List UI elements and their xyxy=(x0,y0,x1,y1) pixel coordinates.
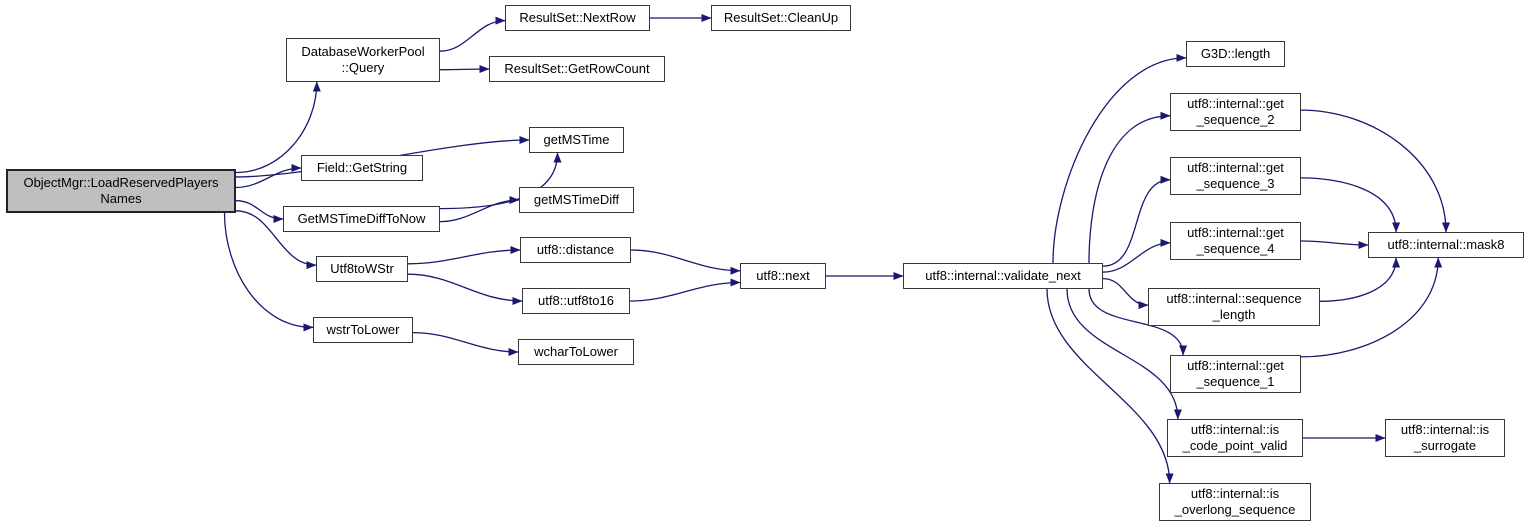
node-getrowcount[interactable]: ResultSet::GetRowCount xyxy=(489,56,665,82)
node-main: ObjectMgr::LoadReservedPlayers Names xyxy=(6,169,236,213)
edge-get-sequence-4-to-mask8 xyxy=(1300,240,1369,249)
edge-main-to-field-getstring xyxy=(235,164,302,189)
node-utf8-next[interactable]: utf8::next xyxy=(740,263,826,289)
edge-main-to-utf8towstr xyxy=(235,210,317,270)
edge-getmstimediff-tonow-to-getmstimediff xyxy=(439,196,520,223)
node-get-sequence-1[interactable]: utf8::internal::get _sequence_1 xyxy=(1170,355,1301,393)
edge-wstrtolower-to-wchartolower xyxy=(412,331,519,356)
edge-main-to-db-query xyxy=(235,81,321,174)
node-getmstimediff[interactable]: getMSTimeDiff xyxy=(519,187,634,213)
node-get-sequence-4[interactable]: utf8::internal::get _sequence_4 xyxy=(1170,222,1301,260)
edge-utf8to16-to-utf8-next xyxy=(629,278,741,302)
node-nextrow[interactable]: ResultSet::NextRow xyxy=(505,5,650,31)
node-get-sequence-2[interactable]: utf8::internal::get _sequence_2 xyxy=(1170,93,1301,131)
edge-db-query-to-getrowcount xyxy=(439,65,490,74)
node-field-getstring[interactable]: Field::GetString xyxy=(301,155,423,181)
edge-validate-next-to-is-code-point-valid xyxy=(1066,288,1182,420)
edge-validate-next-to-get-sequence-4 xyxy=(1102,238,1171,273)
node-db-query[interactable]: DatabaseWorkerPool ::Query xyxy=(286,38,440,82)
node-is-surrogate[interactable]: utf8::internal::is _surrogate xyxy=(1385,419,1505,457)
node-getmstime[interactable]: getMSTime xyxy=(529,127,624,153)
edge-validate-next-to-get-sequence-1 xyxy=(1088,288,1188,356)
edge-utf8towstr-to-utf8to16 xyxy=(407,273,523,305)
edge-main-to-wstrtolower xyxy=(223,212,314,332)
node-sequence-length[interactable]: utf8::internal::sequence _length xyxy=(1148,288,1320,326)
node-cleanup[interactable]: ResultSet::CleanUp xyxy=(711,5,851,31)
node-wstrtolower[interactable]: wstrToLower xyxy=(313,317,413,343)
edge-sequence-length-to-mask8 xyxy=(1319,257,1401,302)
node-getmstimediff-tonow[interactable]: GetMSTimeDiffToNow xyxy=(283,206,440,232)
node-utf8towstr[interactable]: Utf8toWStr xyxy=(316,256,408,282)
node-utf8-distance[interactable]: utf8::distance xyxy=(520,237,631,263)
node-utf8to16[interactable]: utf8::utf8to16 xyxy=(522,288,630,314)
node-is-code-point-valid[interactable]: utf8::internal::is _code_point_valid xyxy=(1167,419,1303,457)
edge-main-to-getmstimediff-tonow xyxy=(235,200,284,223)
edge-validate-next-to-is-overlong-sequence xyxy=(1046,288,1174,484)
edge-get-sequence-1-to-mask8 xyxy=(1300,257,1443,358)
node-g3d-length[interactable]: G3D::length xyxy=(1186,41,1285,67)
node-is-overlong-sequence[interactable]: utf8::internal::is _overlong_sequence xyxy=(1159,483,1311,521)
node-wchartolower[interactable]: wcharToLower xyxy=(518,339,634,365)
edge-validate-next-to-get-sequence-2 xyxy=(1088,111,1171,264)
edge-utf8towstr-to-utf8-distance xyxy=(407,246,521,265)
edge-get-sequence-3-to-mask8 xyxy=(1300,177,1401,233)
edge-utf8-distance-to-utf8-next xyxy=(630,249,741,275)
edge-validate-next-to-get-sequence-3 xyxy=(1102,175,1171,267)
edge-get-sequence-2-to-mask8 xyxy=(1300,109,1450,233)
node-mask8[interactable]: utf8::internal::mask8 xyxy=(1368,232,1524,258)
edge-validate-next-to-sequence-length xyxy=(1102,277,1149,310)
node-validate-next[interactable]: utf8::internal::validate_next xyxy=(903,263,1103,289)
node-get-sequence-3[interactable]: utf8::internal::get _sequence_3 xyxy=(1170,157,1301,195)
edge-db-query-to-nextrow xyxy=(439,16,506,52)
edge-validate-next-to-g3d-length xyxy=(1052,53,1187,264)
